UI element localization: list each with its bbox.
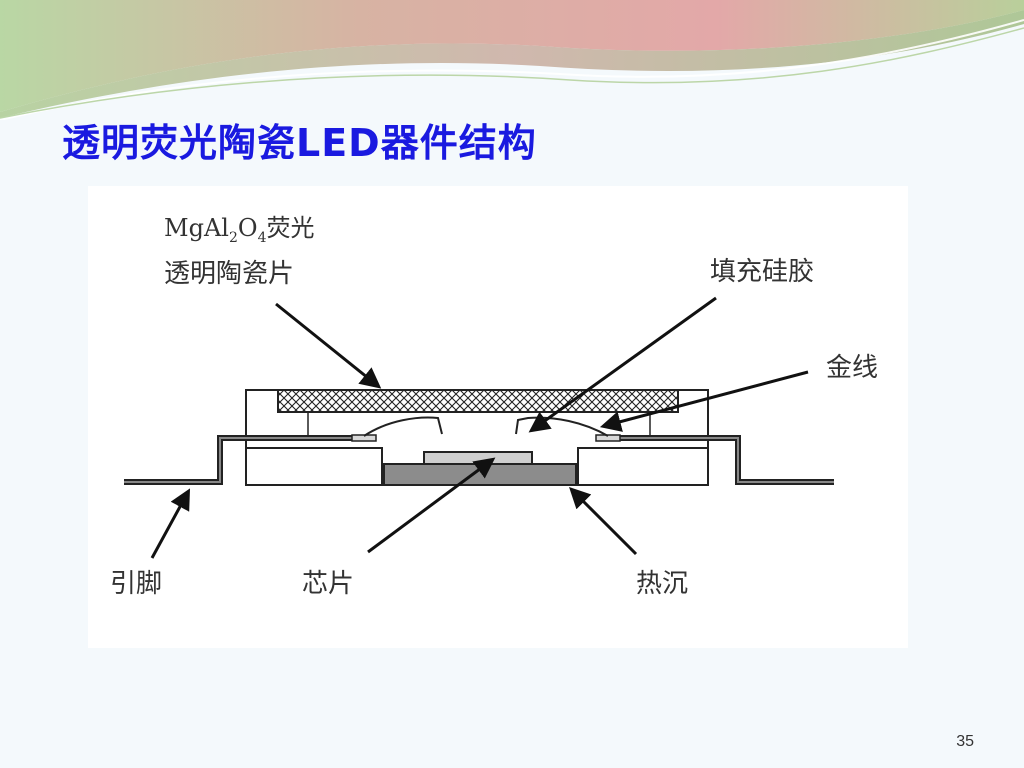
label-silicone: 填充硅胶 [710, 257, 814, 287]
arrow-gold-wire [599, 370, 809, 432]
ceramic-plate [277, 389, 679, 413]
led-structure-diagram: MgAl2O4荧光 透明陶瓷片 填充硅胶 金线 引脚 芯片 热沉 [110, 214, 878, 599]
label-ceramic-suffix: 荧光 [266, 214, 314, 242]
arrow-lead [150, 488, 191, 559]
label-heat-sink: 热沉 [636, 569, 688, 599]
led-chip [423, 451, 533, 465]
label-lead: 引脚 [110, 569, 162, 599]
page-number: 35 [956, 733, 974, 750]
slide-title: 透明荧光陶瓷LED器件结构 [62, 121, 537, 165]
label-chip: 芯片 [302, 569, 354, 599]
arrow-silicone [528, 296, 717, 433]
label-ceramic-line1: MgAl2O4荧光 [164, 214, 314, 246]
lead-right-inner [598, 437, 834, 483]
label-ceramic-mid: O [238, 214, 258, 242]
label-ceramic-line2: 透明陶瓷片 [164, 259, 294, 289]
gold-wire-right [515, 416, 609, 437]
label-ceramic-prefix: MgAl [164, 214, 229, 242]
lead-left-inner [124, 437, 358, 483]
diagram-panel: MgAl2O4荧光 透明陶瓷片 填充硅胶 金线 引脚 芯片 热沉 [88, 186, 908, 648]
base-block-left [245, 447, 383, 486]
label-gold-wire: 金线 [826, 353, 878, 383]
label-ceramic-sub1: 2 [229, 230, 238, 246]
arrow-ceramic [275, 302, 382, 389]
top-banner-decoration [0, 0, 1024, 120]
arrow-heat-sink [569, 487, 638, 556]
arrow-chip [367, 457, 496, 554]
gold-wire-left [363, 416, 443, 437]
base-block-right [577, 447, 709, 486]
label-ceramic-sub2: 4 [258, 230, 267, 246]
